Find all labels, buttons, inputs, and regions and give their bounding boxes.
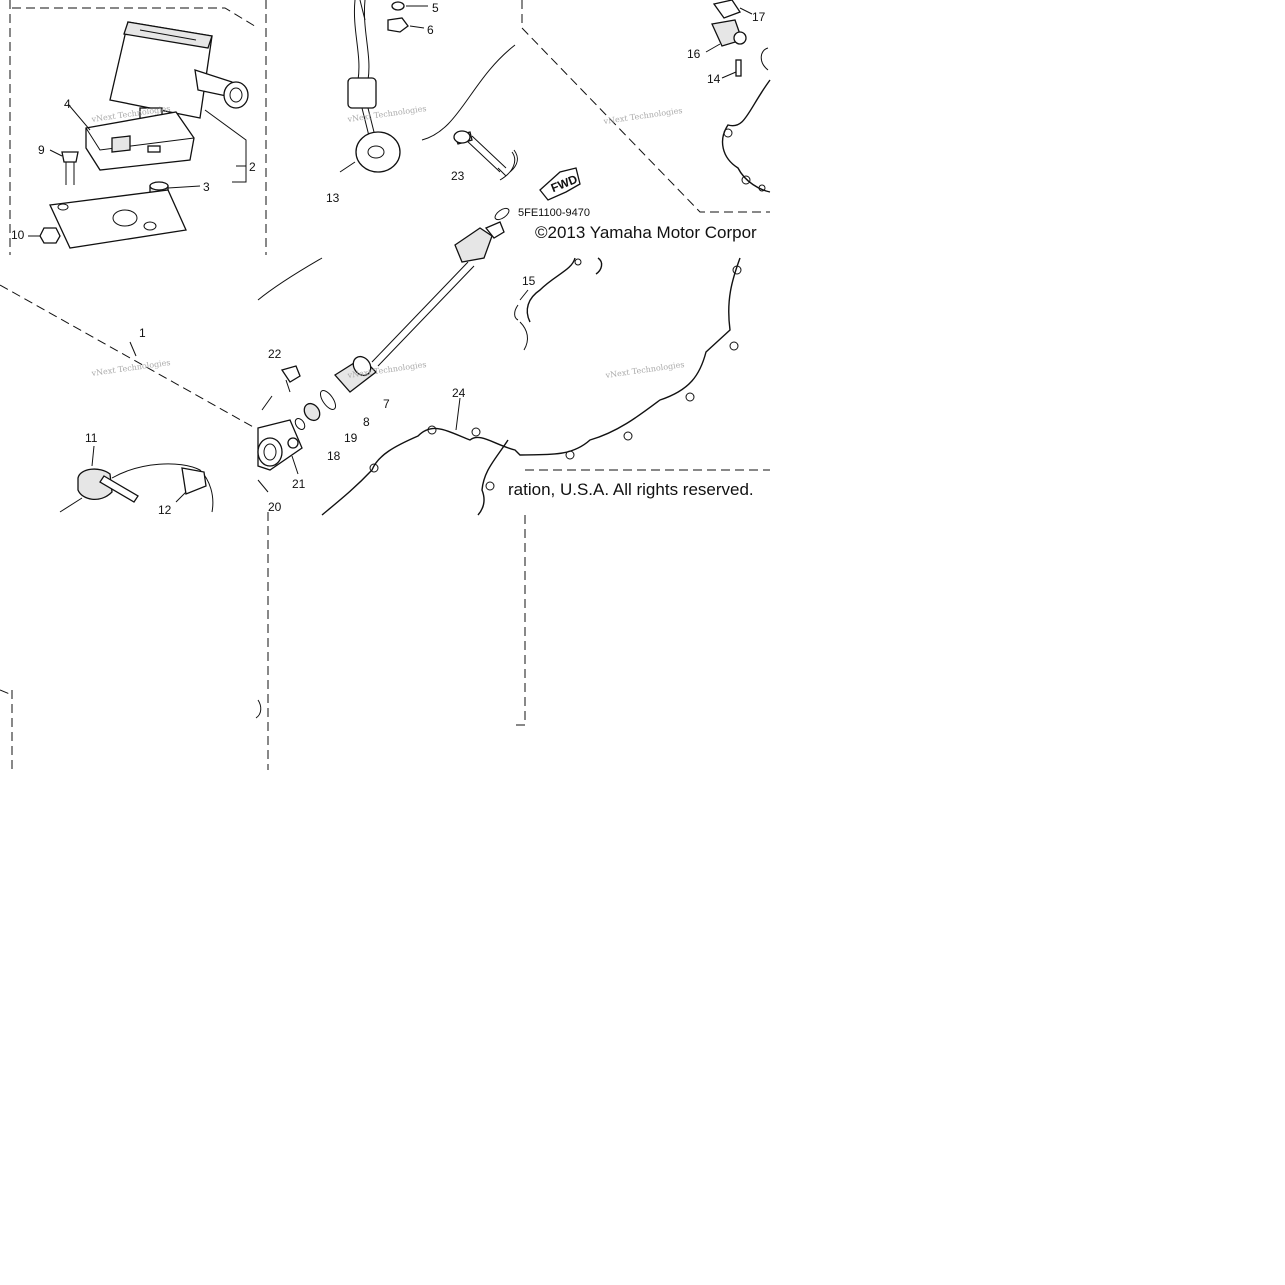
part-code: 5FE1100-9470	[518, 207, 590, 219]
callout-14: 14	[707, 72, 721, 86]
watermark: vNext Technologies	[90, 358, 171, 378]
callout-9: 9	[38, 143, 45, 157]
gasket-24	[321, 257, 742, 516]
watermark: vNext Technologies	[602, 106, 683, 126]
callout-21: 21	[292, 477, 306, 491]
bolt-23	[453, 130, 518, 221]
cover-bolts-group	[705, 0, 771, 193]
callout-5: 5	[432, 1, 439, 15]
callout-3: 3	[203, 180, 210, 194]
callout-17: 17	[752, 10, 766, 24]
clamp-group	[59, 341, 214, 513]
fwd-arrow: FWD	[539, 167, 581, 201]
callout-6: 6	[427, 23, 434, 37]
speedometer-gear-group	[255, 221, 505, 719]
callout-4: 4	[64, 97, 71, 111]
callout-labels: 1 2 3 4 5 6 7 8 9 10 11 12 13 14 15 16 1…	[11, 1, 766, 517]
copyright-line-2: ration, U.S.A. All rights reserved.	[508, 480, 754, 499]
callout-8: 8	[363, 415, 370, 429]
callout-7: 7	[383, 397, 390, 411]
callout-20: 20	[268, 500, 282, 514]
ring-15	[514, 304, 519, 321]
callout-19: 19	[344, 431, 358, 445]
callout-12: 12	[158, 503, 172, 517]
leader-15	[519, 289, 529, 301]
callout-11: 11	[85, 431, 98, 445]
callout-1: 1	[139, 326, 146, 340]
callout-10: 10	[11, 228, 25, 242]
watermark: vNext Technologies	[604, 360, 685, 380]
callout-16: 16	[687, 47, 701, 61]
section-borders	[0, 0, 770, 770]
callout-15: 15	[522, 274, 536, 288]
indicator-switch-group	[28, 21, 249, 249]
callout-18: 18	[327, 449, 341, 463]
gasket-edge-15	[519, 321, 528, 351]
copyright-line-1: ©2013 Yamaha Motor Corpor	[535, 223, 757, 242]
callout-13: 13	[326, 191, 340, 205]
callout-2: 2	[249, 160, 256, 174]
callout-24: 24	[452, 386, 466, 400]
callout-23: 23	[451, 169, 465, 183]
callout-22: 22	[268, 347, 282, 361]
